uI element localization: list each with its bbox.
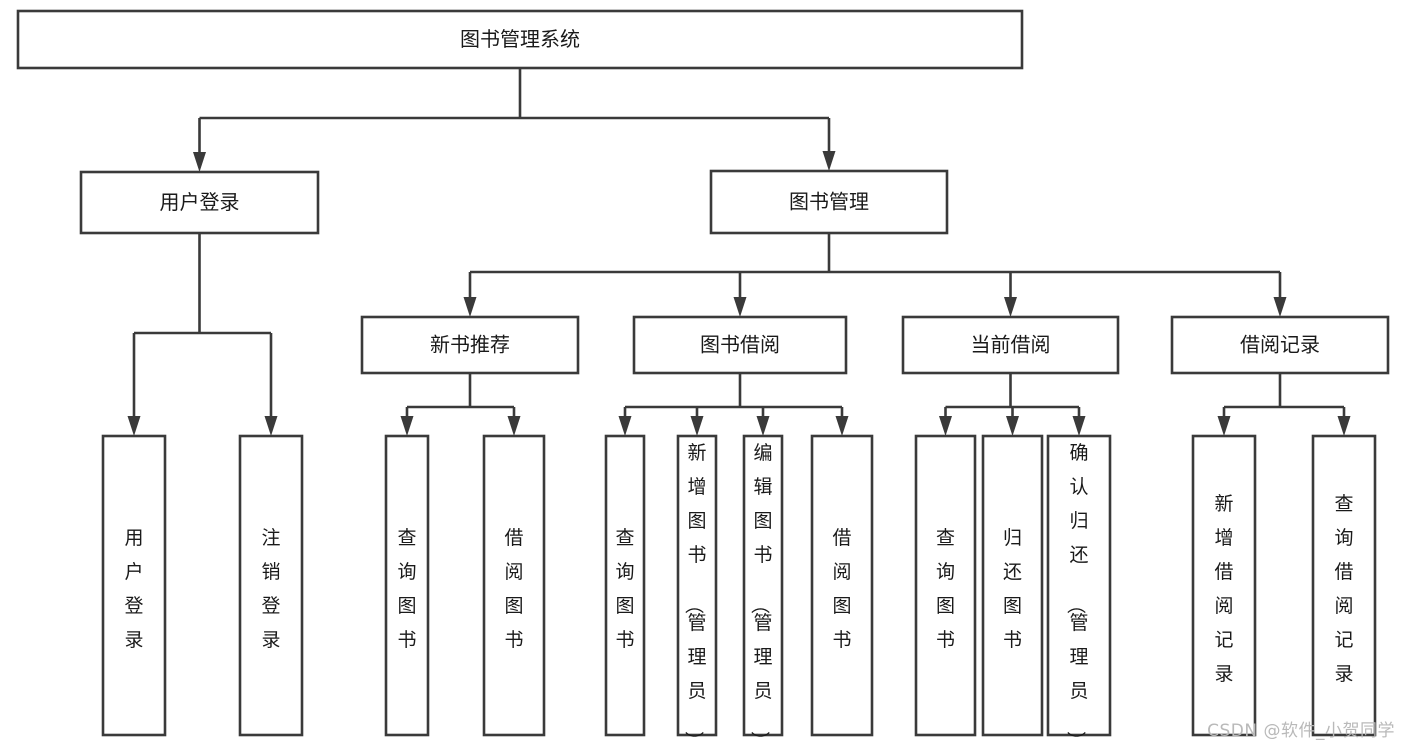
arrow-head-icon bbox=[400, 416, 414, 436]
node-label-leaf-return-book: 归还图书 bbox=[1003, 527, 1022, 651]
conn-book-manage-bus bbox=[463, 233, 1287, 317]
node-label-leaf-query-book-current: 查询图书 bbox=[936, 527, 955, 651]
node-label-leaf-user-login: 用户登录 bbox=[124, 527, 143, 651]
node-label-new-book-recommend: 新书推荐 bbox=[430, 333, 510, 357]
arrow-head-icon bbox=[690, 416, 704, 436]
node-label-user-login: 用户登录 bbox=[160, 190, 240, 214]
node-current-borrow[interactable]: 当前借阅 bbox=[901, 315, 1120, 375]
arrow-head-icon bbox=[1217, 416, 1231, 436]
conn-current-borrow-bus bbox=[939, 373, 1086, 436]
conn-new-book-bus bbox=[400, 373, 521, 436]
node-box-leaf-user-login[interactable] bbox=[101, 434, 167, 737]
connector-layer bbox=[127, 68, 1351, 436]
node-box-root[interactable] bbox=[16, 9, 1024, 70]
node-label-book-borrow: 图书借阅 bbox=[700, 333, 780, 357]
arrow-head-icon bbox=[1004, 297, 1017, 317]
node-book-manage[interactable]: 图书管理 bbox=[709, 169, 949, 235]
node-box-leaf-user-logout[interactable] bbox=[238, 434, 304, 737]
node-root[interactable]: 图书管理系统 bbox=[16, 9, 1024, 70]
node-label-root: 图书管理系统 bbox=[460, 27, 580, 51]
node-leaf-edit-book-admin[interactable]: 编辑图书（管理员） bbox=[742, 434, 784, 747]
node-leaf-user-logout[interactable]: 注销登录 bbox=[238, 434, 304, 737]
node-leaf-query-borrow-record[interactable]: 查询借阅记录 bbox=[1311, 434, 1377, 737]
node-leaf-query-book-current[interactable]: 查询图书 bbox=[914, 434, 977, 737]
arrow-head-icon bbox=[1273, 297, 1287, 317]
conn-user-login-bus bbox=[127, 233, 278, 436]
arrow-head-icon bbox=[193, 152, 206, 172]
arrow-head-icon bbox=[618, 416, 632, 436]
node-label-leaf-query-book-borrow: 查询图书 bbox=[615, 527, 634, 651]
arrow-head-icon bbox=[733, 297, 747, 317]
node-box-book-manage[interactable] bbox=[709, 169, 949, 235]
node-box-leaf-query-borrow-record[interactable] bbox=[1311, 434, 1377, 737]
node-box-borrow-record[interactable] bbox=[1170, 315, 1390, 375]
node-label-leaf-borrow-book-recommend: 借阅图书 bbox=[504, 527, 523, 651]
node-box-book-borrow[interactable] bbox=[632, 315, 848, 375]
node-box-leaf-query-book-current[interactable] bbox=[914, 434, 977, 737]
node-label-borrow-record: 借阅记录 bbox=[1240, 333, 1320, 357]
node-label-leaf-add-borrow-record: 新增借阅记录 bbox=[1214, 493, 1233, 685]
node-user-login[interactable]: 用户登录 bbox=[79, 170, 320, 235]
node-box-leaf-confirm-return-admin[interactable] bbox=[1046, 434, 1112, 737]
node-leaf-borrow-book-recommend[interactable]: 借阅图书 bbox=[482, 434, 546, 737]
node-label-current-borrow: 当前借阅 bbox=[971, 333, 1051, 357]
arrow-head-icon bbox=[463, 297, 477, 317]
arrow-head-icon bbox=[939, 416, 952, 436]
node-new-book-recommend[interactable]: 新书推荐 bbox=[360, 315, 580, 375]
node-leaf-return-book[interactable]: 归还图书 bbox=[981, 434, 1044, 737]
arrow-head-icon bbox=[1072, 416, 1086, 436]
arrow-head-icon bbox=[822, 151, 836, 171]
node-box-leaf-add-book-admin[interactable] bbox=[676, 434, 718, 737]
node-leaf-query-book-recommend[interactable]: 查询图书 bbox=[384, 434, 430, 737]
node-leaf-add-borrow-record[interactable]: 新增借阅记录 bbox=[1191, 434, 1257, 737]
node-box-new-book-recommend[interactable] bbox=[360, 315, 580, 375]
arrow-head-icon bbox=[1337, 416, 1351, 436]
node-borrow-record[interactable]: 借阅记录 bbox=[1170, 315, 1390, 375]
node-leaf-user-login[interactable]: 用户登录 bbox=[101, 434, 167, 737]
arrow-head-icon bbox=[756, 416, 770, 436]
node-label-leaf-query-book-recommend: 查询图书 bbox=[397, 527, 416, 651]
node-leaf-confirm-return-admin[interactable]: 确认归还（管理员） bbox=[1046, 434, 1112, 747]
arrow-head-icon bbox=[264, 416, 278, 436]
node-leaf-borrow-book[interactable]: 借阅图书 bbox=[810, 434, 874, 737]
node-box-leaf-query-book-borrow[interactable] bbox=[604, 434, 646, 737]
node-label-leaf-add-book-admin: 新增图书（管理员） bbox=[682, 442, 706, 747]
watermark-label: CSDN @软件_小贺同学 bbox=[1207, 721, 1395, 741]
node-label-leaf-user-logout: 注销登录 bbox=[261, 527, 280, 651]
node-box-leaf-borrow-book-recommend[interactable] bbox=[482, 434, 546, 737]
node-label-leaf-query-borrow-record: 查询借阅记录 bbox=[1334, 493, 1353, 685]
node-leaf-add-book-admin[interactable]: 新增图书（管理员） bbox=[676, 434, 718, 747]
node-book-borrow[interactable]: 图书借阅 bbox=[632, 315, 848, 375]
node-layer: 图书管理系统用户登录图书管理新书推荐图书借阅当前借阅借阅记录用户登录注销登录查询… bbox=[16, 9, 1390, 747]
node-label-leaf-confirm-return-admin: 确认归还（管理员） bbox=[1064, 442, 1088, 747]
node-label-leaf-edit-book-admin: 编辑图书（管理员） bbox=[748, 442, 772, 747]
arrow-head-icon bbox=[127, 416, 141, 436]
conn-borrow-record-bus bbox=[1217, 373, 1351, 436]
arrow-head-icon bbox=[1006, 416, 1019, 436]
node-box-current-borrow[interactable] bbox=[901, 315, 1120, 375]
node-box-leaf-edit-book-admin[interactable] bbox=[742, 434, 784, 737]
node-label-book-manage: 图书管理 bbox=[789, 190, 869, 214]
node-box-leaf-return-book[interactable] bbox=[981, 434, 1044, 737]
node-box-leaf-borrow-book[interactable] bbox=[810, 434, 874, 737]
conn-root-bus bbox=[193, 68, 836, 172]
node-label-leaf-borrow-book: 借阅图书 bbox=[832, 527, 851, 651]
arrow-head-icon bbox=[507, 416, 521, 436]
node-leaf-query-book-borrow[interactable]: 查询图书 bbox=[604, 434, 646, 737]
node-box-leaf-add-borrow-record[interactable] bbox=[1191, 434, 1257, 737]
conn-book-borrow-bus bbox=[618, 373, 849, 436]
node-box-user-login[interactable] bbox=[79, 170, 320, 235]
arrow-head-icon bbox=[835, 416, 849, 436]
node-box-leaf-query-book-recommend[interactable] bbox=[384, 434, 430, 737]
